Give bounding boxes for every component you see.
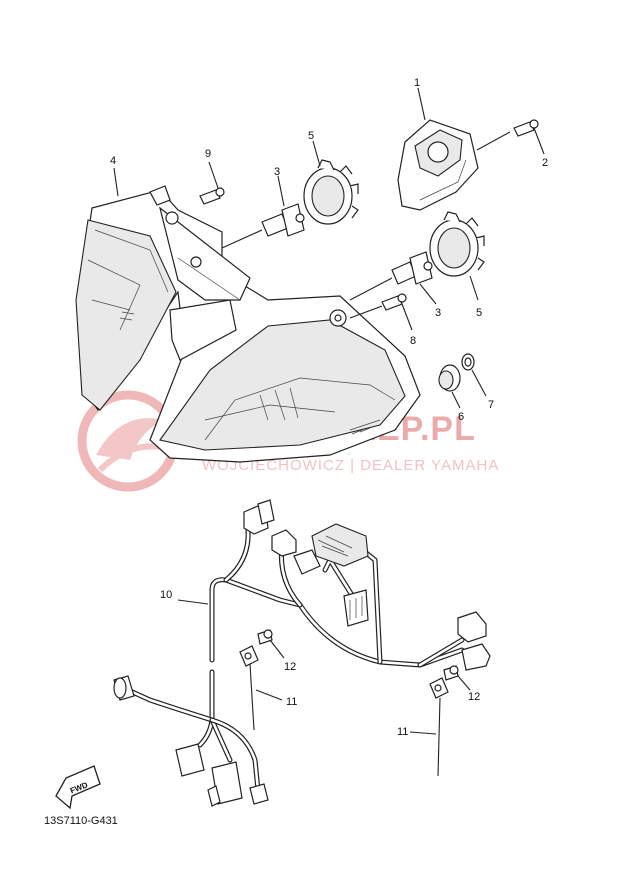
part-3-bulb-upper — [221, 175, 305, 249]
callout-4: 4 — [110, 155, 116, 167]
callout-11-right: 11 — [397, 726, 408, 738]
connector-right-upper — [457, 611, 487, 643]
wire-harness — [113, 499, 491, 807]
callout-2: 2 — [542, 157, 548, 169]
headlight-housing — [75, 185, 421, 463]
connector-small — [293, 549, 321, 575]
callout-12-right: 12 — [468, 691, 480, 703]
callout-1: 1 — [414, 77, 420, 89]
callout-3-upper: 3 — [274, 166, 280, 178]
part-3-bulb-lower — [349, 251, 437, 305]
callout-8: 8 — [410, 335, 416, 347]
callout-11-left: 11 — [286, 696, 297, 708]
connector-bottom-left — [175, 743, 205, 777]
part-9-screw — [199, 161, 225, 205]
connector-bottom-right — [249, 783, 269, 805]
part-5-bulb-cover-lower — [429, 211, 485, 301]
fwd-arrow-icon: FWD — [55, 765, 101, 810]
callout-5-upper: 5 — [308, 130, 314, 142]
connector-headlight-multi — [311, 523, 369, 567]
callout-3-lower: 3 — [435, 307, 441, 319]
part-11-cable-tie-right — [409, 677, 449, 777]
connector-right-lower — [461, 643, 491, 671]
part-12-screw-right — [443, 665, 471, 691]
watermark-logo-swoosh — [96, 418, 165, 460]
callout-6: 6 — [458, 411, 464, 423]
callout-10: 10 — [160, 589, 172, 601]
part-7-ring — [461, 353, 487, 397]
leader-10 — [177, 599, 209, 605]
connector-top-mid — [271, 529, 297, 557]
callout-9: 9 — [205, 148, 211, 160]
part-5-bulb-cover-upper — [303, 140, 359, 225]
diagram-code: 13S7110-G431 — [44, 815, 118, 827]
part-12-screw-left — [257, 629, 285, 659]
part-8-screw — [349, 293, 413, 331]
part-6-grommet — [438, 364, 461, 409]
callout-7: 7 — [488, 399, 494, 411]
callout-5-lower: 5 — [476, 307, 482, 319]
part-11-cable-tie-left — [239, 645, 283, 731]
part-1-bracket — [397, 87, 511, 211]
leader-4 — [113, 167, 119, 197]
callout-12-left: 12 — [284, 661, 296, 673]
part-2-screw — [513, 119, 545, 155]
watermark-subtitle: WOJCIECHOWICZ | DEALER YAMAHA — [202, 457, 499, 474]
